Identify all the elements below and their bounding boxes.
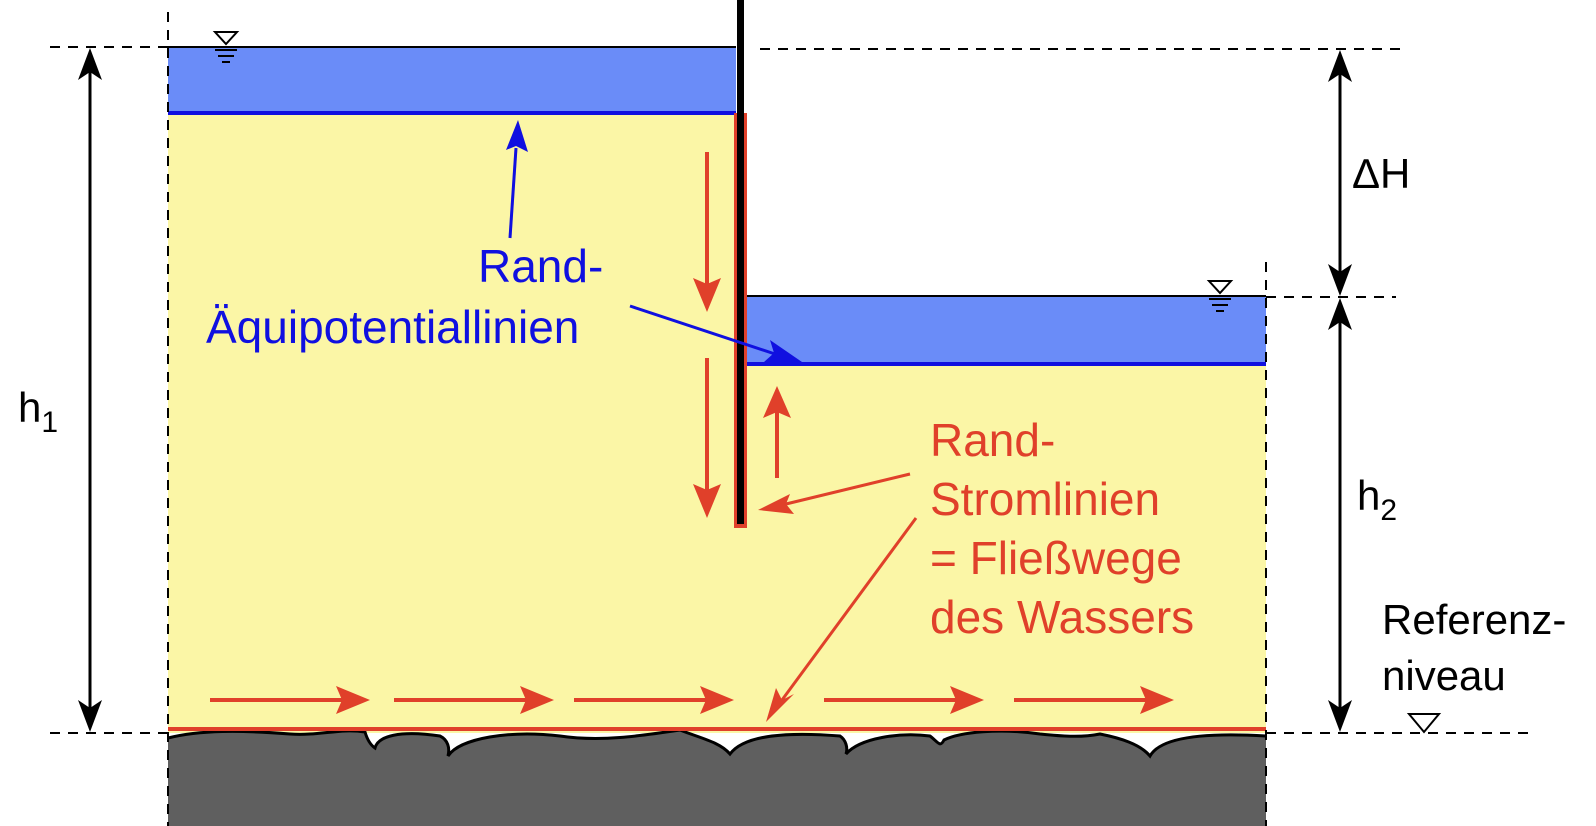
water-level-symbol: [212, 31, 240, 63]
equipotential-label-line1: Rand-: [478, 240, 603, 292]
streamline-label-line2: Stromlinien: [930, 473, 1160, 525]
reference-level-symbol: [1406, 713, 1442, 734]
delta-h-label: ΔH: [1352, 150, 1410, 197]
sheet-pile-wall: [737, 0, 744, 524]
equipotential-arrows: [506, 120, 802, 362]
h2-label: h2: [1357, 472, 1397, 527]
dimension-arrows: [78, 48, 1352, 732]
downstream-water: [736, 296, 1266, 364]
streamline-label-line3: = Fließwege: [930, 532, 1182, 584]
soil-region: [168, 113, 1266, 733]
reference-label-line1: Referenz-: [1382, 596, 1566, 643]
h1-label: h1: [18, 384, 58, 439]
equipotential-label-line2: Äquipotentiallinien: [206, 301, 579, 353]
streamline-label-line4: des Wassers: [930, 591, 1194, 643]
reference-label-line2: niveau: [1382, 652, 1506, 699]
dashed-lines: [50, 12, 1530, 826]
water-level-symbol: [1206, 280, 1234, 312]
streamline-label-line1: Rand-: [930, 414, 1055, 466]
bedrock: [168, 730, 1266, 826]
streamline-pointer-arrows: [758, 472, 918, 722]
upstream-water: [168, 47, 736, 113]
bedrock-outline: [167, 728, 1267, 759]
streamline-arrows: [210, 152, 1174, 714]
